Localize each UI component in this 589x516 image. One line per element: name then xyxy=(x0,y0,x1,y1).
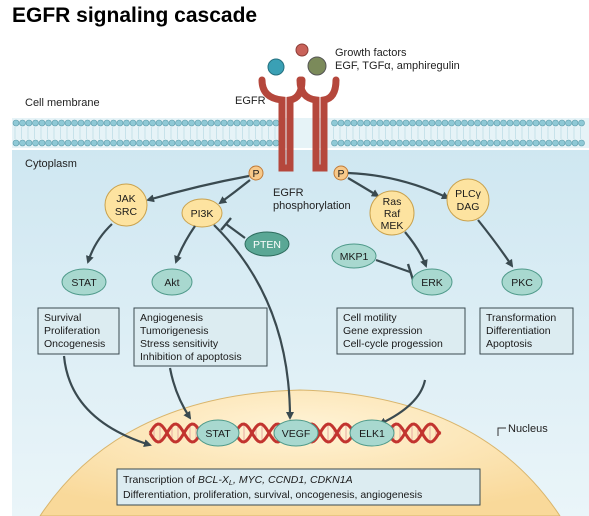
arrow-pi3k-to-vegf xyxy=(213,224,294,420)
svg-text:Differentiation: Differentiation xyxy=(486,325,551,337)
arrow-dag-to-pkc xyxy=(477,219,514,268)
arrow-to-pi3k xyxy=(218,179,251,205)
growth-factors-label: Growth factors xyxy=(335,47,407,59)
svg-text:SRC: SRC xyxy=(115,206,138,218)
cell-membrane-label: Cell membrane xyxy=(25,97,100,109)
growth-factor-small xyxy=(295,43,309,57)
arrow-mek-to-erk xyxy=(404,231,428,268)
erk-outcomes-box: Cell motility Gene expression Cell-cycle… xyxy=(336,307,466,355)
nuclear-stat: STAT xyxy=(196,419,240,447)
pten-inhibits-pi3k xyxy=(225,223,246,239)
jak-src-node: JAK SRC xyxy=(104,183,148,227)
svg-text:PLCγ: PLCγ xyxy=(455,188,481,200)
svg-text:Oncogenesis: Oncogenesis xyxy=(44,338,105,350)
akt-node: Akt xyxy=(151,268,193,296)
akt-outcomes-box: Angiogenesis Tumorigenesis Stress sensit… xyxy=(133,307,268,367)
svg-text:PKC: PKC xyxy=(511,277,533,289)
inhibition-bar-erk xyxy=(406,263,415,281)
plc-dag-node: PLCγ DAG xyxy=(446,178,490,222)
svg-text:STAT: STAT xyxy=(71,277,97,289)
pi3k-node: PI3K xyxy=(181,198,223,228)
svg-text:P: P xyxy=(252,168,259,180)
growth-factors-list: EGF, TGFα, amphiregulin xyxy=(335,60,460,72)
page-title: EGFR signaling cascade xyxy=(12,4,258,27)
transcription-line1: Transcription of BCL-XL, MYC, CCND1, CDK… xyxy=(123,474,353,487)
nucleus-label-leader xyxy=(497,427,506,436)
svg-text:Inhibition of apoptosis: Inhibition of apoptosis xyxy=(140,351,242,363)
nuclear-vegf: VEGF xyxy=(273,419,319,447)
svg-text:Ras: Ras xyxy=(383,196,402,208)
svg-text:ELK1: ELK1 xyxy=(359,428,385,440)
egfr-receptor-right xyxy=(296,76,340,172)
svg-text:STAT: STAT xyxy=(205,428,231,440)
svg-text:ERK: ERK xyxy=(421,277,443,289)
erk-node: ERK xyxy=(411,268,453,296)
svg-text:MKP1: MKP1 xyxy=(340,251,369,263)
stat-node: STAT xyxy=(61,268,107,296)
ras-raf-mek-node: Ras Raf MEK xyxy=(369,190,415,236)
svg-text:VEGF: VEGF xyxy=(282,428,311,440)
egfr-phosphorylation-line1: EGFR xyxy=(273,187,304,199)
svg-text:MEK: MEK xyxy=(381,220,404,232)
mkp1-inhibits-erk xyxy=(375,258,411,274)
arrow-pi3k-to-akt xyxy=(174,225,196,264)
svg-text:DAG: DAG xyxy=(457,201,480,213)
egfr-phosphorylation-line2: phosphorylation xyxy=(273,200,351,212)
arrow-jak-to-stat xyxy=(86,223,113,264)
svg-text:Transformation: Transformation xyxy=(486,312,556,324)
cytoplasm-label: Cytoplasm xyxy=(25,158,77,170)
arrow-to-plc xyxy=(347,171,450,200)
svg-text:Cell-cycle progession: Cell-cycle progession xyxy=(343,338,443,350)
nuclear-elk1: ELK1 xyxy=(349,419,395,447)
nucleus-label: Nucleus xyxy=(508,423,548,435)
svg-text:Tumorigenesis: Tumorigenesis xyxy=(140,325,208,337)
svg-text:Apoptosis: Apoptosis xyxy=(486,338,532,350)
phosphate-left: P xyxy=(248,165,264,181)
mkp1-node: MKP1 xyxy=(331,243,377,269)
svg-text:Angiogenesis: Angiogenesis xyxy=(140,312,203,324)
growth-factor-olive xyxy=(307,56,327,76)
svg-text:Stress sensitivity: Stress sensitivity xyxy=(140,338,219,350)
cell-membrane xyxy=(12,118,589,148)
svg-text:JAK: JAK xyxy=(116,193,135,205)
svg-text:Survival: Survival xyxy=(44,312,81,324)
svg-text:Proliferation: Proliferation xyxy=(44,325,100,337)
svg-text:Gene expression: Gene expression xyxy=(343,325,423,337)
arrow-akt-to-nucleus xyxy=(168,367,192,420)
egfr-label: EGFR xyxy=(235,95,266,107)
pkc-outcomes-box: Transformation Differentiation Apoptosis xyxy=(479,307,574,355)
phosphate-right: P xyxy=(333,165,349,181)
arrow-to-ras xyxy=(347,177,380,198)
transcription-line2: Differentiation, proliferation, survival… xyxy=(123,489,422,501)
svg-text:Raf: Raf xyxy=(384,208,400,220)
svg-text:Akt: Akt xyxy=(164,277,179,289)
arrow-to-jak xyxy=(146,174,250,203)
svg-text:Cell motility: Cell motility xyxy=(343,312,397,324)
pten-node: PTEN xyxy=(244,231,290,257)
svg-text:P: P xyxy=(337,168,344,180)
arrow-stat-to-nucleus xyxy=(62,355,152,448)
arrow-erk-to-elk1 xyxy=(378,379,427,426)
pkc-node: PKC xyxy=(501,268,543,296)
svg-text:PTEN: PTEN xyxy=(253,239,281,251)
transcription-box: Transcription of BCL-XL, MYC, CCND1, CDK… xyxy=(116,468,481,506)
growth-factor-blue xyxy=(267,58,285,76)
inhibition-bar-pi3k xyxy=(220,217,232,231)
stat-outcomes-box: Survival Proliferation Oncogenesis xyxy=(37,307,120,355)
svg-text:PI3K: PI3K xyxy=(191,208,214,220)
